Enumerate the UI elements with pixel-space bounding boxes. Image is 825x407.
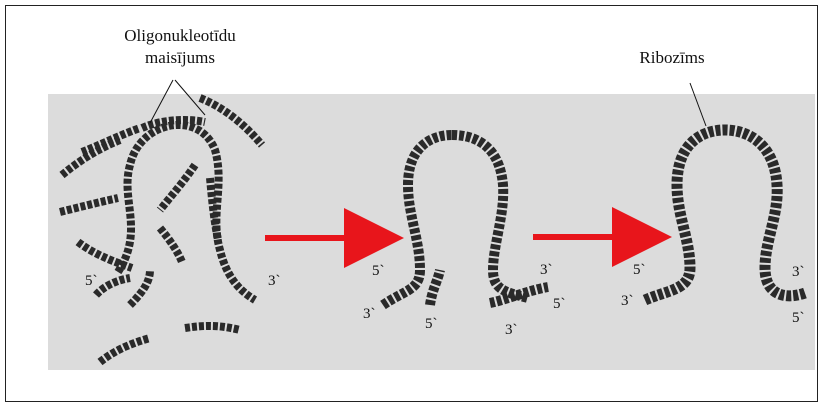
stage3-three-prime-right: 3` (792, 264, 805, 280)
oligonucleotide-mixture (60, 98, 262, 362)
stage3-five-prime-left: 5` (633, 262, 646, 278)
partially-assembled-strands (383, 135, 548, 305)
ribozyme-strand (645, 130, 805, 300)
stage1-five-prime-label: 5` (85, 273, 98, 289)
strand-fragment (160, 228, 182, 262)
strand-fragment (160, 165, 195, 210)
strand-fragment (452, 135, 528, 298)
mixture-pointer-line (150, 80, 173, 123)
strand-fragment (118, 125, 255, 300)
strand-fragment (100, 338, 150, 362)
stage3-five-prime-right: 5` (792, 310, 805, 326)
strand-fragment (430, 270, 440, 305)
stage2-three-prime-left: 3` (363, 306, 376, 322)
ribozyme-label: Ribozīms (639, 48, 704, 67)
strand-fragment (383, 135, 452, 305)
stage1-three-prime-label: 3` (268, 273, 281, 289)
strand-fragment (130, 270, 150, 305)
stage2-five-prime-left: 5` (372, 263, 385, 279)
strand-fragment (96, 278, 130, 295)
stage2-five-prime-bottom: 5` (425, 316, 438, 332)
stage2-five-prime-right: 5` (553, 296, 566, 312)
stage2-three-prime-right: 3` (540, 262, 553, 278)
strand-fragment (60, 198, 118, 212)
strand-fragment (82, 128, 140, 152)
ribozyme-pointer-line (690, 83, 706, 126)
stage3-three-prime-left: 3` (621, 293, 634, 309)
stage2-three-prime-bottom: 3` (505, 322, 518, 338)
strand-fragment (185, 326, 240, 330)
mixture-label-line1: Oligonukleotīdu (124, 26, 236, 45)
mixture-label-line2: maisījums (145, 48, 215, 67)
